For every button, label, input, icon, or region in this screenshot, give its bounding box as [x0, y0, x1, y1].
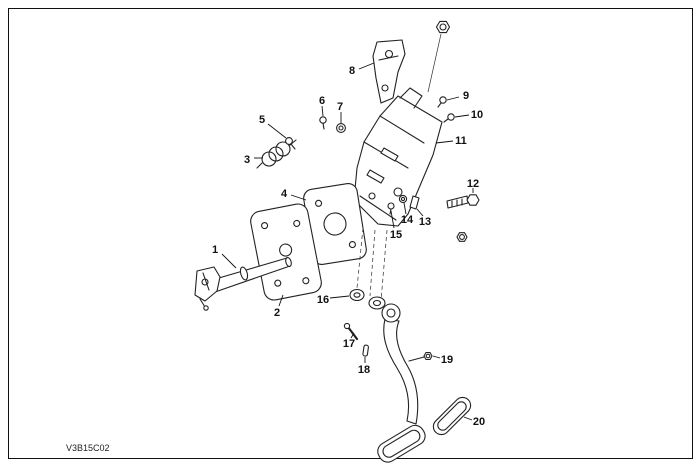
callout-leader-10 [454, 114, 470, 118]
assembly-line-top-nut [427, 33, 442, 93]
callout-14: 14 [401, 214, 414, 226]
part-hex-nut [456, 232, 468, 242]
callout-5: 5 [259, 114, 265, 126]
callout-leader-9 [446, 96, 460, 101]
callout-leader-1 [221, 253, 237, 269]
callout-7: 7 [337, 101, 343, 113]
callout-leader-15 [390, 210, 395, 229]
part-bolt-10 [443, 113, 455, 123]
callout-11: 11 [455, 135, 467, 147]
callout-19: 19 [441, 354, 453, 366]
callout-leader-8 [358, 62, 375, 70]
callout-4: 4 [281, 188, 288, 200]
callout-leader-14 [403, 202, 407, 215]
callout-13: 13 [419, 216, 431, 228]
part-push-rod [194, 256, 292, 311]
callout-leader-11 [435, 140, 454, 144]
callout-18: 18 [358, 364, 370, 376]
callout-leader-4 [290, 194, 307, 201]
part-nut-19 [423, 351, 433, 361]
callout-leader-6 [321, 105, 324, 117]
part-stud-17 [343, 322, 359, 341]
part-washer-14 [398, 194, 408, 204]
part-bolt-9 [437, 96, 447, 108]
part-top-nut [435, 20, 451, 34]
callout-6: 6 [319, 95, 325, 107]
callout-10: 10 [471, 109, 483, 121]
part-inner-plate [303, 182, 367, 266]
callout-leader-2 [278, 294, 284, 307]
part-washer-7 [336, 123, 346, 133]
callout-leader-5 [267, 123, 287, 139]
part-hex-bolt-12 [446, 194, 480, 209]
alignment-dashed-lines [356, 227, 388, 302]
callout-leader-17 [350, 332, 355, 339]
callout-9: 9 [463, 90, 469, 102]
callout-8: 8 [349, 65, 355, 77]
callout-leader-20 [463, 416, 473, 421]
part-main-support-bracket [353, 87, 443, 227]
callout-12: 12 [467, 178, 479, 190]
figure-code: V3B15C02 [66, 443, 110, 453]
diagram-border [8, 8, 693, 459]
part-bolt-5 [285, 137, 296, 150]
callout-1: 1 [212, 244, 218, 256]
part-pad-cover [432, 396, 472, 436]
callout-leader-13 [416, 208, 424, 217]
callout-leader-19 [432, 355, 441, 359]
part-pin-13 [409, 195, 420, 210]
part-pedal-arm [381, 303, 425, 425]
callout-16: 16 [317, 294, 329, 306]
part-pin-18 [362, 344, 369, 357]
part-upper-strap-bracket [372, 39, 406, 104]
part-pivot-bushings [349, 288, 386, 310]
part-pedal-pad [377, 424, 426, 463]
part-bolt-6 [319, 116, 327, 130]
callout-leader-16 [329, 295, 350, 299]
part-bolt-15 [387, 202, 395, 215]
callout-17: 17 [343, 338, 355, 350]
callout-3: 3 [244, 154, 250, 166]
callout-2: 2 [274, 307, 280, 319]
callout-20: 20 [473, 416, 485, 428]
part-outer-plate [250, 203, 322, 301]
callout-15: 15 [390, 229, 402, 241]
